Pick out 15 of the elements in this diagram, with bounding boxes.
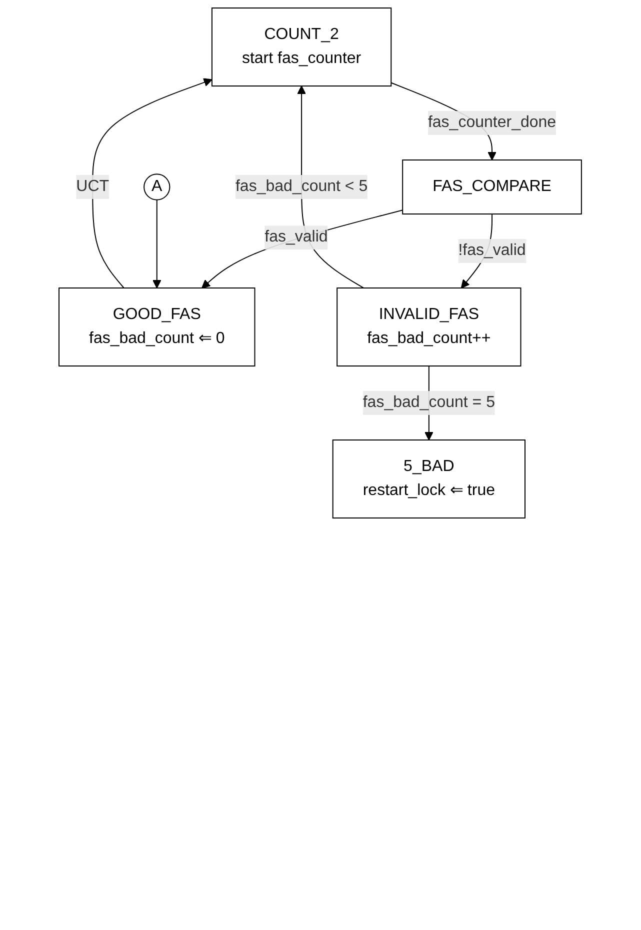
edge-label: fas_counter_done bbox=[428, 114, 556, 131]
node-box: GOOD_FAS fas_bad_count ⇐ 0 bbox=[58, 288, 256, 366]
node-box: FAS_COMPARE bbox=[402, 160, 582, 214]
edge-label: fas_bad_count < 5 bbox=[236, 178, 368, 195]
node-box: 5_BAD restart_lock ⇐ true bbox=[332, 439, 526, 518]
arrow bbox=[202, 210, 404, 288]
edge-label: fas_valid bbox=[264, 228, 328, 246]
node-box: INVALID_FAS fas_bad_count++ bbox=[336, 288, 522, 366]
edge-label: !fas_valid bbox=[458, 242, 526, 259]
edge-label: UCT bbox=[76, 178, 110, 195]
node-box: COUNT_2 start fas_counter bbox=[212, 8, 392, 86]
edge-label: fas_bad_count = 5 bbox=[363, 394, 496, 411]
arrow bbox=[92, 78, 213, 288]
node-circle: A bbox=[144, 174, 170, 200]
arrow bbox=[152, 199, 162, 288]
